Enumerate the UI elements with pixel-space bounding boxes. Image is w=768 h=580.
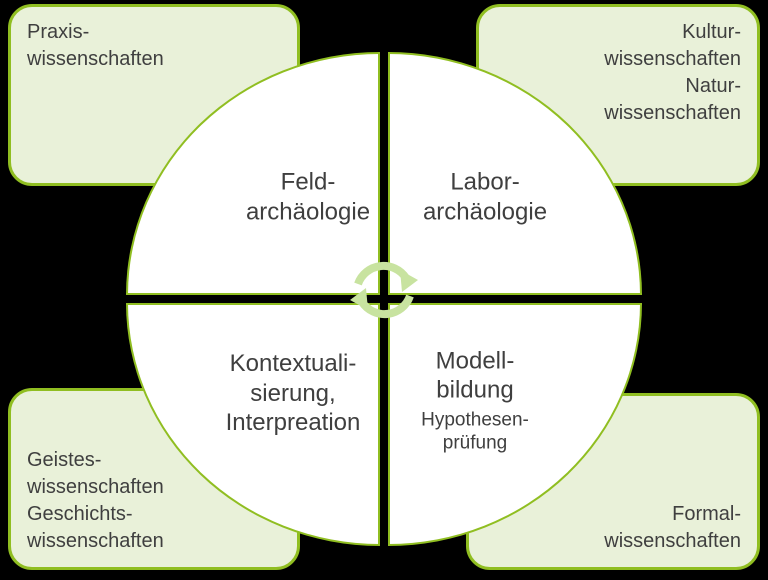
- quadrant-kontextualisierung: Kontextuali- sierung, Interpreation: [126, 303, 380, 546]
- quadrant-label: Labor- archäologie: [422, 169, 548, 226]
- quadrant-modellbildung: Modell- bildung Hypothesen- prüfung: [388, 303, 642, 546]
- quadrant-sublabel: Hypothesen- prüfung: [421, 409, 529, 454]
- cycle-circle: Feld- archäologie Labor- archäologie Kon…: [126, 52, 642, 546]
- corner-box-label: Praxis- wissenschaften: [27, 21, 164, 70]
- cycle-arrows-icon: [350, 261, 418, 319]
- corner-box-label: Geistes- wissenschaften Geschichts- wiss…: [27, 449, 164, 552]
- quadrant-laborarchaeologie: Labor- archäologie: [388, 52, 642, 295]
- corner-box-label: Formal- wissenschaften: [604, 503, 741, 552]
- quadrant-label: Kontextuali- sierung, Interpreation: [225, 350, 361, 437]
- quadrant-label-group: Modell- bildung Hypothesen- prüfung: [421, 346, 529, 455]
- corner-box-label: Kultur- wissenschaften Natur- wissenscha…: [604, 21, 741, 124]
- quadrant-label: Modell- bildung: [435, 347, 515, 404]
- quadrant-label: Feld- archäologie: [245, 169, 371, 226]
